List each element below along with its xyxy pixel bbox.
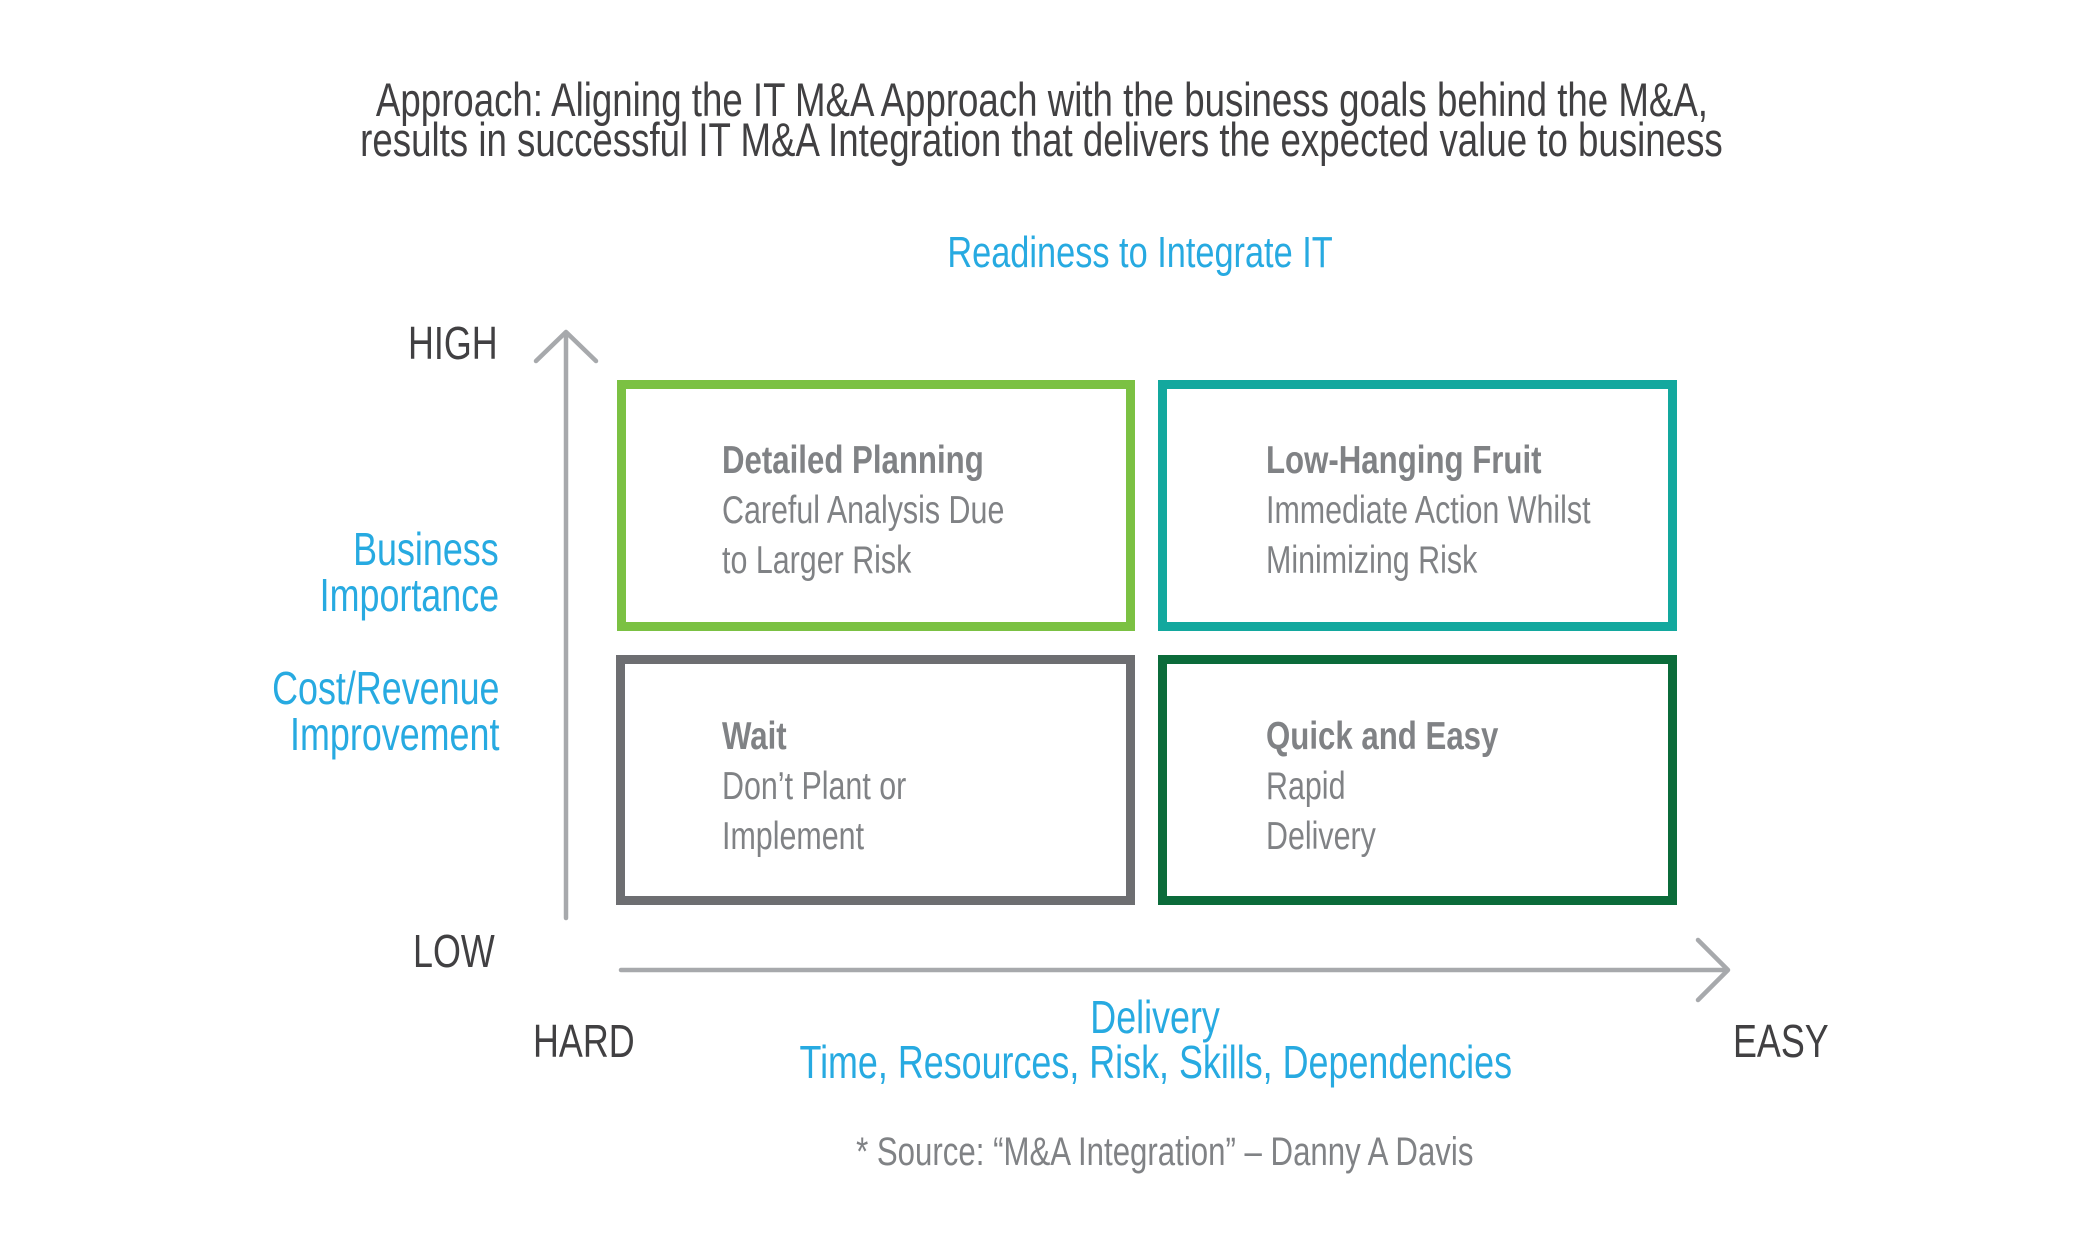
- x-axis-hard-label: HARD: [533, 1016, 663, 1066]
- source-citation-text: * Source: “M&A Integration” – Danny A Da…: [856, 1130, 1474, 1174]
- quadrant-description-text: Rapid: [1266, 765, 1346, 808]
- x-axis-hard-text: HARD: [533, 1015, 635, 1067]
- quadrant-wait-text: Wait Don’t Plant or Implement: [722, 712, 958, 862]
- business-importance-label: Business Importance: [269, 526, 499, 618]
- readiness-label: Readiness to Integrate IT: [0, 228, 2083, 278]
- quadrant-title-text: Wait: [722, 715, 787, 758]
- quadrant-title-text: Low-Hanging Fruit: [1266, 439, 1542, 482]
- x-axis-arrowhead-icon: [1695, 937, 1731, 1003]
- y-axis-low-label: LOW: [413, 926, 518, 976]
- quadrant-wait: [616, 655, 1135, 905]
- quadrant-title: Quick and Easy: [1266, 712, 1556, 762]
- y-axis-high-label: HIGH: [408, 318, 523, 368]
- business-importance-line-2: Importance: [319, 569, 499, 621]
- quadrant-description-text: Implement: [722, 815, 865, 858]
- quadrant-title: Wait: [722, 712, 958, 762]
- quadrant-description-line-1: Immediate Action Whilst: [1266, 486, 1682, 536]
- quadrant-description-line-2: Implement: [722, 812, 958, 862]
- y-axis: [533, 329, 599, 921]
- page-title-line-1: Approach: Aligning the IT M&A Approach w…: [0, 73, 2083, 126]
- quadrant-description-text: Careful Analysis Due: [722, 489, 1005, 532]
- quadrant-description-text: to Larger Risk: [722, 539, 912, 582]
- quadrant-description-text: Don’t Plant or: [722, 765, 907, 808]
- quadrant-quick-and-easy-text: Quick and Easy Rapid Delivery: [1266, 712, 1556, 862]
- quadrant-description-text: Delivery: [1266, 815, 1376, 858]
- quadrant-description-line-2: Delivery: [1266, 812, 1556, 862]
- page-title-line-2: results in successful IT M&A Integration…: [0, 113, 2083, 166]
- cost-revenue-label: Cost/Revenue Improvement: [208, 662, 499, 760]
- quadrant-detailed-planning: [617, 380, 1135, 631]
- quadrant-title: Detailed Planning: [722, 436, 1084, 486]
- quadrant-description-text: Immediate Action Whilst: [1266, 489, 1591, 532]
- x-axis: [618, 937, 1731, 1003]
- title-line-2-text: results in successful IT M&A Integration…: [360, 113, 1723, 166]
- quadrant-quick-and-easy: [1158, 655, 1677, 905]
- delivery-label-line-2: Time, Resources, Risk, Skills, Dependenc…: [799, 1036, 1512, 1088]
- delivery-label: Delivery Time, Resources, Risk, Skills, …: [0, 991, 2083, 1088]
- x-axis-easy-text: EASY: [1733, 1015, 1829, 1067]
- y-axis-high-text: HIGH: [408, 317, 498, 369]
- delivery-label-line-1: Delivery: [1090, 991, 1221, 1043]
- quadrant-detailed-planning-text: Detailed Planning Careful Analysis Due t…: [722, 436, 1084, 586]
- quadrant-description-line-2: Minimizing Risk: [1266, 536, 1682, 586]
- readiness-label-text: Readiness to Integrate IT: [947, 228, 1333, 277]
- quadrant-description-line-2: to Larger Risk: [722, 536, 1084, 586]
- quadrant-title: Low-Hanging Fruit: [1266, 436, 1682, 486]
- quadrant-description-line-1: Careful Analysis Due: [722, 486, 1084, 536]
- quadrant-low-hanging-fruit: [1158, 380, 1677, 631]
- quadrant-description-text: Minimizing Risk: [1266, 539, 1478, 582]
- quadrant-description-line-1: Rapid: [1266, 762, 1556, 812]
- source-citation: * Source: “M&A Integration” – Danny A Da…: [0, 1129, 2083, 1175]
- y-axis-arrowhead-icon: [533, 329, 599, 364]
- cost-revenue-line-1: Cost/Revenue: [271, 662, 499, 714]
- quadrant-title-text: Quick and Easy: [1266, 715, 1499, 758]
- title-line-1-text: Approach: Aligning the IT M&A Approach w…: [375, 73, 1708, 126]
- cost-revenue-line-2: Improvement: [289, 708, 499, 760]
- quadrant-low-hanging-fruit-text: Low-Hanging Fruit Immediate Action Whils…: [1266, 436, 1682, 586]
- y-axis-low-text: LOW: [413, 925, 495, 977]
- quadrant-title-text: Detailed Planning: [722, 439, 984, 482]
- quadrant-description-line-1: Don’t Plant or: [722, 762, 958, 812]
- business-importance-line-1: Business: [353, 523, 499, 575]
- x-axis-easy-label: EASY: [1733, 1016, 1856, 1066]
